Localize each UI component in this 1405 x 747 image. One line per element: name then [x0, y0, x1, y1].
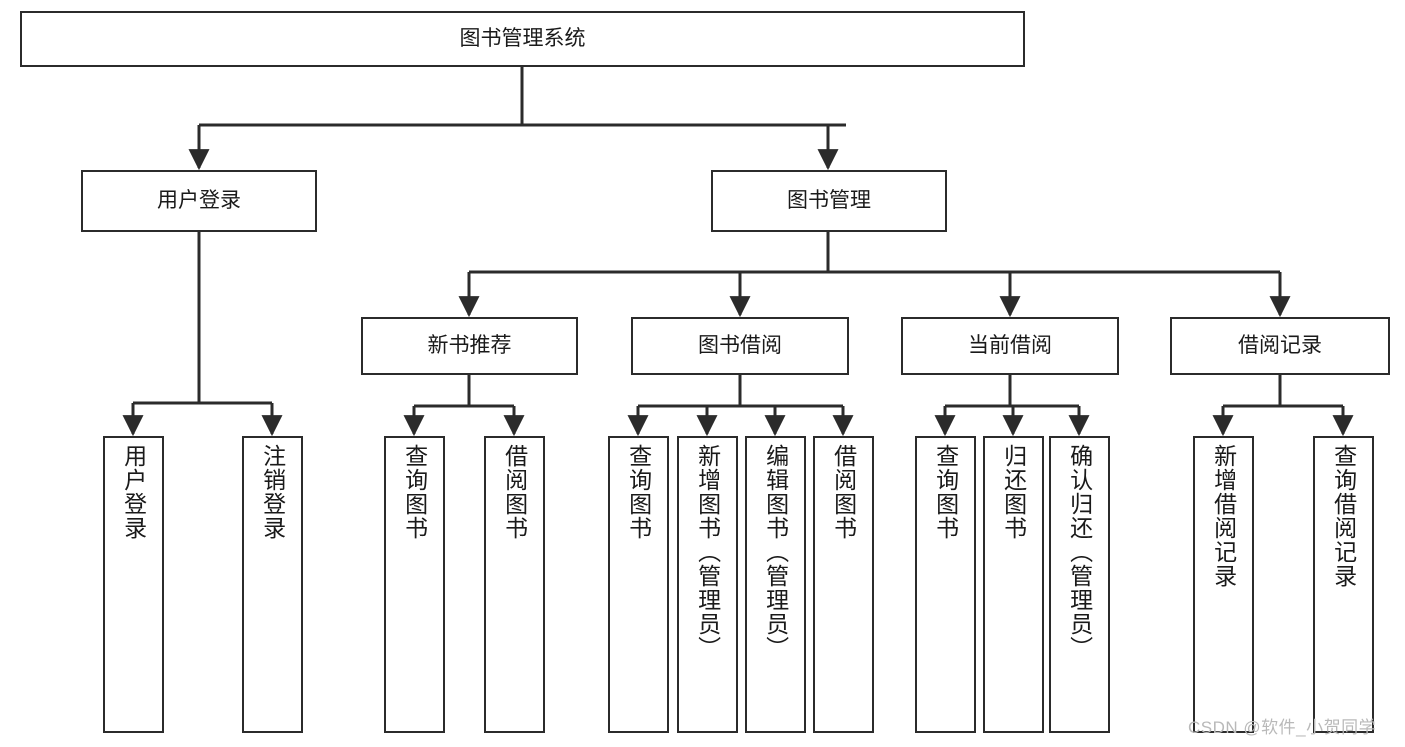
node-label: 用户登录 — [120, 444, 147, 540]
node-leaf-add-book[interactable]: 新增图书（管理员） — [677, 436, 738, 733]
node-leaf-add-record[interactable]: 新增借阅记录 — [1193, 436, 1254, 733]
node-label: 新书推荐 — [427, 333, 512, 357]
node-new-book-recommend[interactable]: 新书推荐 — [361, 317, 578, 375]
node-label: 新增借阅记录 — [1210, 444, 1237, 588]
node-label: 借阅图书 — [501, 444, 528, 540]
node-leaf-user-login[interactable]: 用户登录 — [103, 436, 164, 733]
node-leaf-borrow-book-1[interactable]: 借阅图书 — [484, 436, 545, 733]
node-user-login[interactable]: 用户登录 — [81, 170, 317, 232]
node-leaf-confirm-return[interactable]: 确认归还（管理员） — [1049, 436, 1110, 733]
node-label: 查询借阅记录 — [1330, 444, 1357, 588]
node-label: 借阅记录 — [1238, 333, 1322, 357]
node-current-borrow[interactable]: 当前借阅 — [901, 317, 1119, 375]
node-leaf-logout-login[interactable]: 注销登录 — [242, 436, 303, 733]
node-leaf-edit-book[interactable]: 编辑图书（管理员） — [745, 436, 806, 733]
node-label: 编辑图书（管理员） — [762, 444, 789, 660]
node-label: 图书管理系统 — [459, 26, 586, 50]
node-label: 归还图书 — [1000, 444, 1027, 540]
node-label: 借阅图书 — [830, 444, 857, 540]
node-label: 图书借阅 — [698, 333, 782, 357]
node-label: 查询图书 — [625, 444, 652, 540]
node-label: 当前借阅 — [968, 333, 1052, 357]
node-leaf-return-book[interactable]: 归还图书 — [983, 436, 1044, 733]
node-book-management-system[interactable]: 图书管理系统 — [20, 11, 1025, 67]
node-label: 图书管理 — [787, 188, 871, 212]
node-label: 查询图书 — [932, 444, 959, 540]
node-label: 新增图书（管理员） — [694, 444, 721, 660]
node-borrow-record[interactable]: 借阅记录 — [1170, 317, 1390, 375]
node-leaf-borrow-book-2[interactable]: 借阅图书 — [813, 436, 874, 733]
node-label: 查询图书 — [401, 444, 428, 540]
node-label: 确认归还（管理员） — [1066, 444, 1093, 660]
node-leaf-query-record[interactable]: 查询借阅记录 — [1313, 436, 1374, 733]
csdn-watermark: CSDN @软件_小贺同学 — [1188, 718, 1377, 737]
node-book-borrow[interactable]: 图书借阅 — [631, 317, 849, 375]
node-leaf-query-book-1[interactable]: 查询图书 — [384, 436, 445, 733]
node-label: 用户登录 — [157, 188, 241, 212]
node-leaf-query-book-2[interactable]: 查询图书 — [608, 436, 669, 733]
node-label: 注销登录 — [259, 444, 286, 540]
node-leaf-query-book-3[interactable]: 查询图书 — [915, 436, 976, 733]
node-book-management[interactable]: 图书管理 — [711, 170, 947, 232]
